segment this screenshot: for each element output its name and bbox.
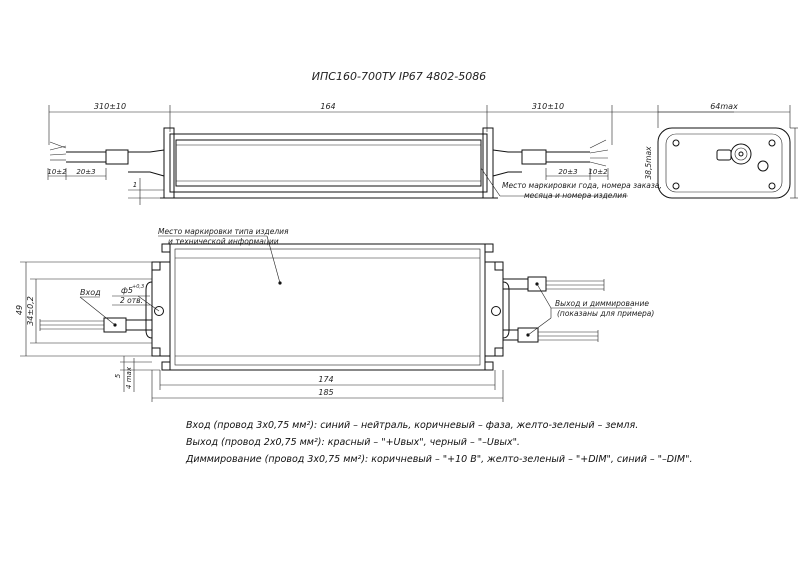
- dim-slot-b: 4 max: [125, 366, 133, 389]
- end-body-outline: [657, 127, 791, 199]
- label-input: Вход: [80, 288, 101, 297]
- dim-length-outer: 185: [318, 388, 333, 397]
- label-output-line1: Выход и диммирование: [555, 299, 649, 308]
- dim-flange: 1: [133, 181, 137, 189]
- mount-hole-left: [154, 306, 164, 316]
- mount-hole-right: [491, 306, 501, 316]
- dim-height-inner: 34±0,2: [26, 296, 35, 326]
- drawing-title: ИПС160-700ТУ IP67 4802-5086: [312, 70, 486, 83]
- dim-top-left: 310±10: [94, 102, 126, 111]
- connector-icon: [730, 143, 752, 165]
- label-output-line2: (показаны для примера): [557, 309, 654, 318]
- end-view: 64max 38,5max: [644, 102, 798, 199]
- dim-end-width: 64max: [710, 102, 738, 111]
- label-hole-tol: +0,3: [132, 284, 144, 290]
- dim-wire-right-b: 10±2: [588, 168, 608, 176]
- dim-wire-right-a: 20±3: [558, 168, 577, 176]
- main-body-outline: [169, 243, 486, 371]
- dim-top-body: 164: [320, 102, 335, 111]
- top-body-outline: [169, 133, 488, 193]
- dim-wire-left-a: 10±2: [47, 168, 67, 176]
- main-view: Место маркировки типа изделия и техничес…: [15, 227, 654, 402]
- note-input: Вход (провод 3х0,75 мм²): синий – нейтра…: [186, 420, 639, 431]
- input-cable: Вход: [39, 288, 152, 333]
- label-hole: ф5: [121, 286, 133, 295]
- dim-slot-a: 5: [114, 373, 122, 378]
- note-dimming: Диммирование (провод 3х0,75 мм²): коричн…: [186, 454, 693, 465]
- output-cable-2: [503, 327, 599, 343]
- top-left-cable: 10±2 20±3: [47, 141, 165, 180]
- top-right-cable: 20±3 10±2: [492, 139, 609, 180]
- main-marking-line1: Место маркировки типа изделия: [158, 227, 289, 236]
- dim-length-inner: 174: [318, 375, 333, 384]
- note-output: Выход (провод 2х0,75 мм²): красный – "+U…: [186, 437, 520, 448]
- marking-note-line2: месяца и номера изделия: [524, 191, 627, 200]
- dim-height-outer: 49: [15, 305, 24, 315]
- main-marking-line2: и технической информации: [168, 237, 279, 246]
- top-view: 310±10 164 310±10 10±2 20±3: [47, 102, 734, 205]
- dim-wire-left-b: 20±3: [76, 168, 95, 176]
- top-body-inner: [175, 139, 482, 187]
- dim-top-right: 310±10: [532, 102, 564, 111]
- dim-end-height: 38,5max: [644, 146, 653, 180]
- marking-note-line1: Место маркировки года, номера заказа,: [502, 181, 662, 190]
- output-cable-1: [503, 276, 605, 292]
- label-holes-count: 2 отв.: [120, 296, 143, 305]
